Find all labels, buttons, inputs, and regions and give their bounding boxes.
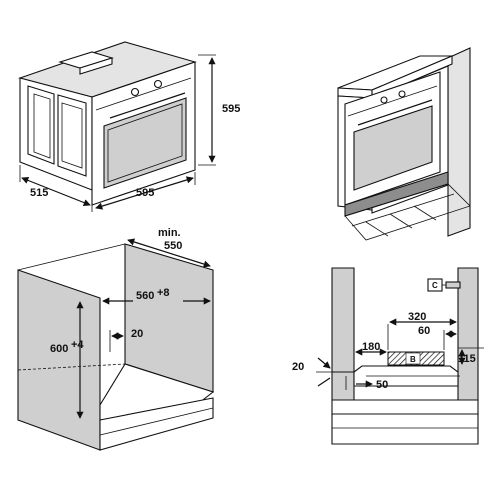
cabinet-section: B C [331,267,479,445]
cabinet-inner-width-label: 560 [136,290,154,302]
cabinet-min-label: min. [158,227,181,239]
section-50-label: 50 [376,379,388,391]
oven-width-label: 595 [136,187,154,199]
cabinet-inner-width-tol: +8 [157,287,170,299]
component-c-label: C [432,281,438,290]
section-320-dimension: 320 [387,311,459,350]
kitchen-built-in-view [337,47,471,241]
section-180-label: 180 [362,341,380,353]
oven-height-dimension: 595 [198,54,240,166]
section-115-dimension: 115 [458,347,484,365]
section-20-label: 20 [292,361,304,373]
section-180-dimension: 180 [355,341,387,356]
section-60-dimension: 60 [418,325,457,350]
cabinet-min-depth-dimension: min. 550 [127,227,211,268]
section-115-label: 115 [458,353,476,365]
section-20-dimension: 20 [292,357,346,387]
cabinet-inner-width-dimension: 560 +8 [102,287,211,305]
cabinet-gap-label: 20 [131,328,143,340]
cabinet-inner-height-dimension: 600 +4 [50,301,84,419]
oven-depth-dimension: 515 [19,165,93,212]
cabinet-inner-height-label: 600 [50,343,68,355]
section-60-label: 60 [418,325,430,337]
oven-width-dimension: 595 [95,172,196,210]
cabinet-inner-height-tol: +4 [71,339,84,351]
oven-depth-label: 515 [30,187,48,199]
oven-height-label: 595 [222,103,240,115]
cabinet-min-depth-label: 550 [164,240,182,252]
cabinet-gap-dimension: 20 [109,328,143,352]
area-b-label: B [410,355,416,364]
cabinet-opening [17,243,215,451]
section-320-label: 320 [408,311,426,323]
section-50-dimension: 50 [345,376,388,391]
oven-isometric [18,41,197,206]
